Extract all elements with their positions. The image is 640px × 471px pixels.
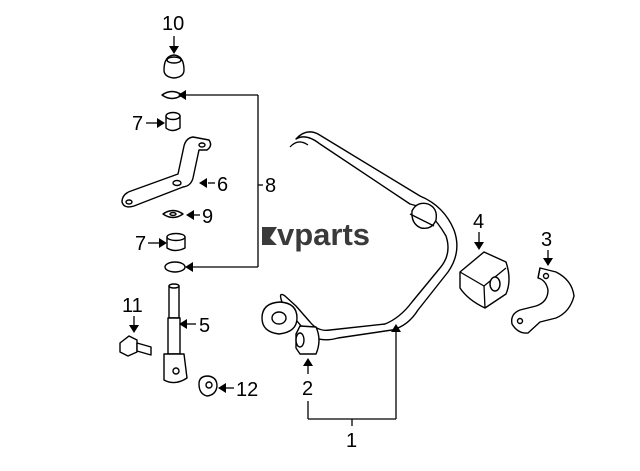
part-12-nut — [198, 375, 218, 397]
callout-6: 6 — [217, 174, 228, 196]
callout-10: 10 — [162, 13, 184, 35]
callout-1: 1 — [346, 430, 357, 452]
leader-5 — [179, 319, 196, 329]
part-3-bar-bracket — [510, 267, 575, 334]
leader-10 — [169, 36, 179, 54]
callout-3: 3 — [541, 229, 552, 251]
part-4-bar-bushing — [459, 251, 510, 309]
watermark-text: vparts — [277, 217, 370, 252]
leader-9 — [186, 210, 200, 220]
part-6-bracket — [121, 136, 212, 208]
part-10-bushing-cap — [163, 54, 185, 79]
callout-7-upper: 7 — [132, 113, 143, 135]
callout-4: 4 — [473, 211, 484, 233]
part-1-stabilizer-bar — [261, 131, 458, 341]
part-7-lower-bushing — [166, 232, 186, 252]
callout-7-lower: 7 — [135, 233, 146, 255]
leader-2 — [303, 358, 313, 374]
part-2-bushing — [295, 325, 320, 355]
leader-6 — [199, 178, 215, 188]
callout-9: 9 — [202, 206, 213, 228]
part-7-upper-bushing — [165, 111, 181, 132]
callout-2: 2 — [302, 378, 313, 400]
leader-7-lower — [148, 238, 167, 248]
part-5-stabilizer-link — [163, 283, 188, 384]
leader-11 — [129, 316, 139, 333]
vparts-logo-icon — [262, 227, 277, 245]
part-11-bolt — [119, 335, 152, 357]
leader-12 — [218, 383, 234, 393]
leader-4 — [474, 232, 484, 250]
leader-1 — [307, 324, 401, 426]
washer-bottom — [164, 261, 186, 273]
callout-8: 8 — [265, 175, 276, 197]
leader-8 — [178, 90, 263, 272]
callout-12: 12 — [236, 379, 258, 401]
callout-5: 5 — [199, 315, 210, 337]
leader-3 — [543, 250, 553, 266]
vparts-watermark: vparts — [262, 217, 370, 252]
leader-7-upper — [146, 118, 165, 128]
callout-11: 11 — [122, 295, 143, 317]
